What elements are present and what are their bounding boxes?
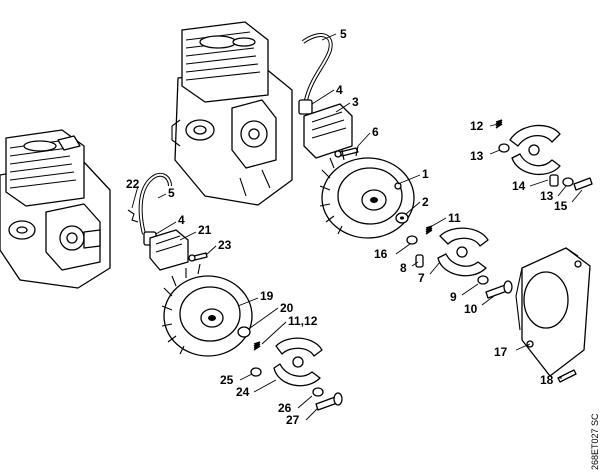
callout-9: 9	[450, 290, 457, 304]
callout-13-upper: 13	[470, 149, 484, 163]
callout-13-lower: 13	[540, 189, 554, 203]
callout-1: 1	[422, 167, 429, 181]
lower-ignition-group	[127, 172, 208, 271]
callout-4-lower: 4	[178, 213, 185, 227]
sleeve-14	[549, 174, 559, 187]
callout-18: 18	[540, 373, 554, 387]
washer-16	[406, 235, 418, 245]
callout-20: 20	[280, 301, 294, 315]
lower-nut	[237, 326, 251, 338]
callout-labels: 5 4 3 6 1 2 11 16 8 7 9 10 12 13 14 13 1…	[126, 27, 568, 427]
screw-27	[315, 392, 343, 411]
upper-flywheel	[319, 145, 415, 239]
callout-6: 6	[372, 125, 379, 139]
washer-25	[250, 367, 262, 377]
washer-9	[477, 275, 489, 285]
screw-18	[557, 369, 577, 383]
callout-15: 15	[554, 199, 568, 213]
callout-5-upper: 5	[340, 27, 347, 41]
callout-24: 24	[236, 385, 250, 399]
washer-13-lower	[562, 177, 574, 187]
washer-26	[312, 387, 324, 397]
upper-ignition-group	[298, 33, 359, 159]
callout-22: 22	[126, 177, 140, 191]
screw-10	[485, 280, 513, 299]
lower-clutch	[253, 337, 323, 387]
leader-lines	[131, 33, 583, 421]
callout-25: 25	[220, 373, 234, 387]
callout-17: 17	[494, 345, 508, 359]
callout-27: 27	[286, 413, 300, 427]
callout-11: 11	[448, 211, 461, 225]
fan-housing	[515, 247, 591, 377]
callout-21: 21	[198, 223, 212, 237]
callout-8: 8	[400, 261, 407, 275]
callout-12: 12	[470, 119, 484, 133]
callout-16: 16	[374, 247, 388, 261]
upper-engine-assembly	[171, 21, 293, 206]
screw-15	[573, 177, 593, 191]
callout-7: 7	[418, 271, 425, 285]
sleeve-8	[415, 254, 424, 268]
washer-13-upper	[498, 143, 510, 153]
callout-10: 10	[464, 302, 478, 316]
callout-23: 23	[218, 238, 232, 252]
callout-19: 19	[260, 289, 274, 303]
middle-clutch	[425, 225, 489, 277]
upper-right-clutch	[495, 119, 561, 176]
left-engine-assembly	[0, 129, 111, 289]
callout-5-lower: 5	[168, 186, 175, 200]
callout-26: 26	[278, 401, 292, 415]
callout-2: 2	[422, 195, 429, 209]
callout-14: 14	[512, 179, 526, 193]
callout-11-12: 11,12	[288, 314, 318, 328]
callout-3: 3	[352, 95, 359, 109]
drawing-code: 268ET027 SC	[590, 413, 600, 470]
lower-flywheel	[161, 263, 253, 357]
callout-4-upper: 4	[336, 83, 343, 97]
